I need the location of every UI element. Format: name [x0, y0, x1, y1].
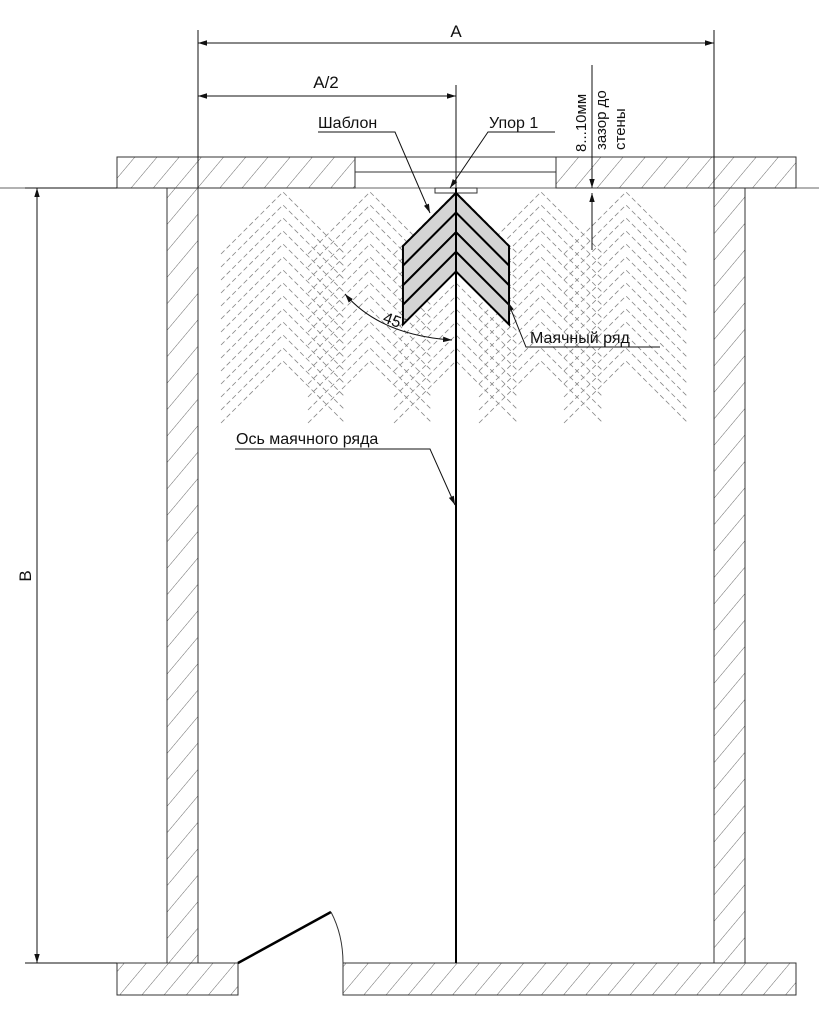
pattern-board: [307, 360, 433, 424]
pattern-board: [563, 334, 689, 398]
beacon-axis-leader: [235, 448, 456, 506]
pattern-board: [393, 334, 519, 398]
pattern-board: [478, 191, 604, 255]
pattern-board: [563, 217, 689, 281]
pattern-board: [220, 295, 346, 359]
door: [237, 910, 344, 965]
pattern-board: [220, 347, 346, 411]
pattern-board: [563, 360, 689, 424]
pattern-board: [478, 217, 604, 281]
pattern-board: [478, 204, 604, 268]
pattern-board: [563, 243, 689, 307]
pattern-board: [220, 191, 346, 255]
pattern-board: [220, 334, 346, 398]
pattern-board: [393, 295, 519, 359]
pattern-board: [220, 308, 346, 372]
walls: [116, 156, 797, 996]
angle-arc: [344, 293, 453, 343]
pattern-board: [393, 321, 519, 385]
pattern-board: [220, 256, 346, 320]
stop-leader: [449, 131, 555, 189]
pattern-board: [393, 347, 519, 411]
pattern-board: [393, 282, 519, 346]
pattern-board: [478, 334, 604, 398]
dimension-b-label: B: [16, 570, 35, 581]
gap-value-label: 8...10мм: [573, 94, 590, 152]
pattern-board: [563, 295, 689, 359]
pattern-board: [220, 204, 346, 268]
pattern-board: [478, 308, 604, 372]
beacon-axis-label: Ось маячного ряда: [236, 431, 378, 448]
pattern-board: [478, 360, 604, 424]
left-wall: [166, 187, 199, 964]
pattern-board: [220, 217, 346, 281]
pattern-board: [563, 230, 689, 294]
top-wall-right: [555, 156, 797, 189]
pattern-board: [220, 321, 346, 385]
pattern-board: [220, 230, 346, 294]
pattern-board: [563, 308, 689, 372]
pattern-board: [478, 230, 604, 294]
pattern-board: [307, 321, 433, 385]
pattern-board: [478, 243, 604, 307]
pattern-board: [220, 269, 346, 333]
pattern-board: [307, 191, 433, 255]
pattern-board: [220, 243, 346, 307]
bottom-wall-right: [342, 962, 797, 996]
pattern-board: [307, 347, 433, 411]
pattern-board: [307, 334, 433, 398]
pattern-board: [563, 191, 689, 255]
template-label: Шаблон: [318, 115, 377, 132]
pattern-board: [563, 282, 689, 346]
stop-label: Упор 1: [489, 115, 538, 132]
pattern-board: [478, 269, 604, 333]
pattern-board: [478, 256, 604, 320]
beacon-row-leader: [507, 301, 660, 348]
pattern-board: [307, 308, 433, 372]
pattern-board: [393, 360, 519, 424]
pattern-board: [563, 256, 689, 320]
dimension-a-label: A: [450, 22, 462, 41]
pattern-board: [220, 360, 346, 424]
pattern-board: [563, 347, 689, 411]
pattern-board: [563, 204, 689, 268]
right-wall: [713, 187, 746, 964]
gap-text-line-1: зазор до: [593, 90, 610, 150]
pattern-board: [478, 282, 604, 346]
pattern-board: [563, 269, 689, 333]
beacon-row-label: Маячный ряд: [530, 330, 631, 347]
pattern-board: [393, 308, 519, 372]
template-leader: [318, 131, 431, 214]
pattern-board: [563, 321, 689, 385]
pattern-board: [478, 347, 604, 411]
top-wall-left: [116, 156, 356, 189]
bottom-wall-left: [116, 962, 239, 996]
pattern-board: [220, 282, 346, 346]
gap-text-line-2: стены: [612, 108, 629, 150]
pattern-board: [478, 321, 604, 385]
pattern-board: [478, 295, 604, 359]
dimension-a-half-label: A/2: [313, 73, 339, 92]
template-boards: [401, 190, 511, 327]
